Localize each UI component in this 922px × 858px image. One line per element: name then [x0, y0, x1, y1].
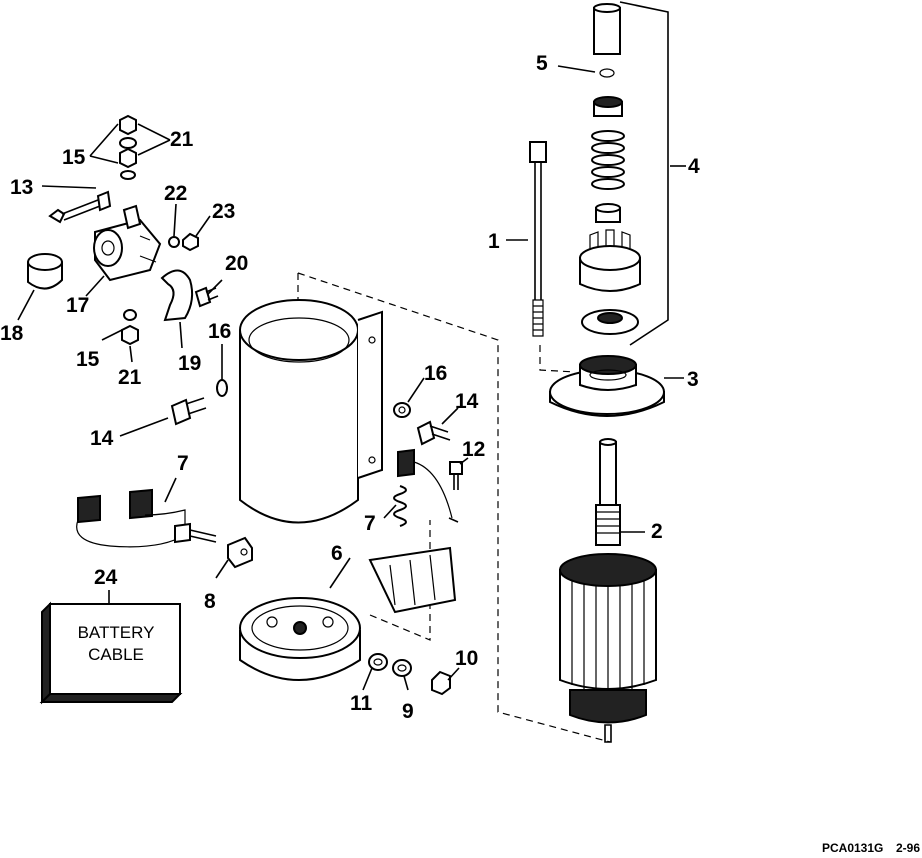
callout-16b: 16 [424, 362, 447, 385]
callout-14a: 14 [90, 427, 114, 450]
callout-16a: 16 [208, 320, 231, 343]
starter-frame-housing [239, 299, 383, 524]
leader-lines [17, 65, 686, 691]
callout-6: 6 [331, 542, 343, 565]
battery-cable-box: BATTERY CABLE [39, 601, 183, 705]
armature [559, 438, 657, 743]
callout-23: 23 [212, 200, 235, 223]
callout-21b: 21 [118, 366, 142, 389]
callout-15b: 15 [76, 348, 100, 371]
terminal-hardware [368, 653, 451, 696]
callout-24: 24 [94, 566, 118, 589]
figure-code: PCA0131G [822, 841, 883, 855]
brush-holder-assembly [368, 448, 463, 614]
callout-1: 1 [488, 230, 500, 253]
callout-10: 10 [455, 647, 478, 670]
brush-lead-set [76, 488, 217, 548]
callout-labels: 1 2 3 4 5 6 7 7 8 9 10 11 12 13 14 14 15… [0, 52, 700, 723]
callout-13: 13 [10, 176, 33, 199]
callout-9: 9 [402, 700, 414, 723]
callout-12: 12 [462, 438, 485, 461]
battery-box-line2: CABLE [88, 645, 144, 664]
through-bolt [529, 141, 547, 337]
callout-18: 18 [0, 322, 24, 345]
callout-19: 19 [178, 352, 201, 375]
terminal-bracket [227, 536, 253, 569]
callout-14b: 14 [455, 390, 479, 413]
callout-22: 22 [164, 182, 187, 205]
callout-11: 11 [350, 692, 373, 715]
callout-3: 3 [687, 368, 699, 391]
callout-5: 5 [536, 52, 548, 75]
pinion-group-bracket [619, 1, 669, 346]
callout-17: 17 [66, 294, 89, 317]
battery-box-line1: BATTERY [78, 623, 155, 642]
figure-date: 2-96 [896, 841, 920, 855]
solenoid-assembly [27, 114, 219, 346]
callout-7b: 7 [364, 512, 376, 535]
callout-8: 8 [204, 590, 216, 613]
drive-end-cap [549, 355, 665, 417]
callout-20: 20 [225, 252, 248, 275]
frame-bolt-left [170, 379, 451, 446]
commutator-end-cap [239, 597, 361, 681]
callout-2: 2 [651, 520, 663, 543]
callout-4: 4 [688, 155, 700, 178]
callout-15a: 15 [62, 146, 86, 169]
drive-pinion-parts [579, 3, 641, 335]
callout-21a: 21 [170, 128, 194, 151]
callout-7a: 7 [177, 452, 189, 475]
